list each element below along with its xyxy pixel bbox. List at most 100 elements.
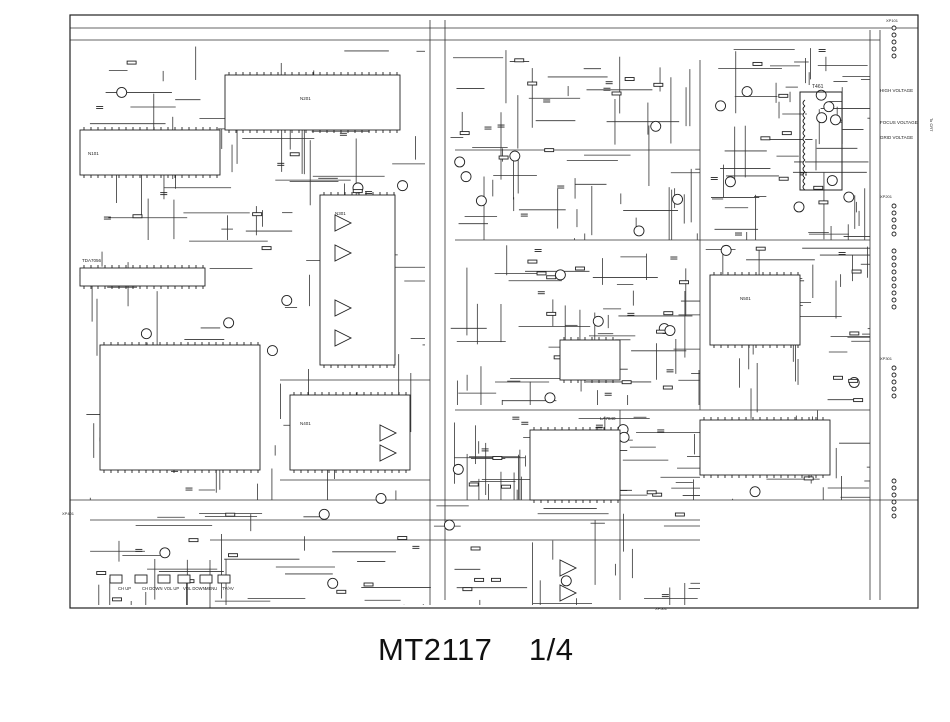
connector-pin xyxy=(891,499,897,505)
connector-label: XP501 xyxy=(655,606,668,611)
connector-pin xyxy=(891,276,897,282)
connector-label: XP401 xyxy=(62,511,75,516)
transistor xyxy=(815,89,827,101)
integrated-circuit xyxy=(559,339,621,381)
ic-labels: N101 N201 TDA7056 N301 N401 LA7840 N501 xyxy=(82,96,751,426)
key-tv-av: TV/AV xyxy=(222,586,234,591)
schematic-border xyxy=(69,14,919,609)
resistor xyxy=(624,77,635,81)
resistor xyxy=(336,589,347,594)
transistor xyxy=(793,201,805,213)
opamp xyxy=(334,244,353,262)
transistor xyxy=(715,100,727,112)
connector-pin xyxy=(891,283,897,289)
connector-pin xyxy=(891,304,897,310)
connector-pin xyxy=(891,255,897,261)
resistor xyxy=(760,136,771,141)
resistor xyxy=(611,91,622,96)
transistor xyxy=(650,120,662,132)
transistor xyxy=(454,156,466,168)
transistor xyxy=(720,244,732,256)
ic-label: N301 xyxy=(335,211,346,216)
resistor xyxy=(575,266,585,271)
resistor xyxy=(397,536,408,540)
resistor xyxy=(289,152,300,157)
transistor xyxy=(749,486,761,498)
flyback-coil xyxy=(802,147,806,155)
ic-label: N201 xyxy=(300,96,311,101)
resistor xyxy=(501,484,511,489)
resistor xyxy=(851,269,862,274)
flyback-coil xyxy=(802,171,806,179)
resistor xyxy=(778,176,789,181)
connector-pin xyxy=(891,506,897,512)
transistor xyxy=(816,112,828,124)
key-switch xyxy=(177,574,191,584)
resistor xyxy=(225,512,236,517)
resistor xyxy=(781,131,792,136)
resistor xyxy=(755,246,766,251)
integrated-circuit xyxy=(79,129,221,176)
resistor xyxy=(536,271,547,276)
flyback-ref: T461 xyxy=(812,84,824,90)
flyback-coil xyxy=(802,123,806,131)
resistor xyxy=(849,331,860,336)
connector-pin xyxy=(891,231,897,237)
flyback-coil xyxy=(802,183,806,191)
connector-pin xyxy=(891,269,897,275)
flyback-transformer: T461 HIGH VOLTAGE FOCUS VOLTAGE GRID VOL… xyxy=(799,84,934,191)
page-number: 1/4 xyxy=(528,632,574,667)
resistor xyxy=(459,131,470,136)
resistor xyxy=(514,58,525,63)
transistor xyxy=(327,577,339,589)
resistor xyxy=(653,82,664,87)
opamp xyxy=(379,444,398,462)
ic-label: LA7840 xyxy=(600,416,616,421)
connector-pin xyxy=(891,224,897,230)
resistor xyxy=(778,93,789,98)
key-switch xyxy=(109,574,123,584)
flyback-coil xyxy=(802,153,806,161)
flyback-coil xyxy=(802,111,806,119)
opamp xyxy=(334,214,353,232)
transistor xyxy=(843,191,855,203)
resistor xyxy=(261,246,272,251)
transistor xyxy=(592,315,604,327)
resistor xyxy=(188,538,199,543)
transistor xyxy=(116,86,128,98)
integrated-circuit xyxy=(99,344,261,471)
key-switch xyxy=(134,574,148,584)
connector-pin xyxy=(891,203,897,209)
connector-pin xyxy=(891,39,897,45)
flyback-coil xyxy=(802,117,806,125)
resistor xyxy=(228,553,238,558)
ic-label: N401 xyxy=(300,421,311,426)
connector-pin xyxy=(891,53,897,59)
key-ch-up: CH UP xyxy=(118,586,131,591)
opamp xyxy=(559,584,578,602)
connector-pin xyxy=(891,217,897,223)
key-vol-down: VOL DOWN xyxy=(183,586,206,591)
flyback-coil xyxy=(802,159,806,167)
connector-pin xyxy=(891,379,897,385)
resistor xyxy=(112,597,122,602)
to-crt-label: To CRT xyxy=(929,118,934,132)
resistor xyxy=(491,577,501,582)
resistor xyxy=(126,60,137,65)
opamp xyxy=(379,424,398,442)
integrated-circuit xyxy=(319,194,396,366)
resistor xyxy=(96,571,107,575)
integrated-circuit xyxy=(709,274,801,346)
resistor xyxy=(462,587,473,592)
flyback-coil xyxy=(802,141,806,149)
connector-pin xyxy=(891,485,897,491)
key-switch xyxy=(199,574,213,584)
connector-pin xyxy=(891,372,897,378)
resistor xyxy=(818,200,829,205)
resistor xyxy=(621,380,632,385)
resistor xyxy=(679,280,689,285)
transistor xyxy=(397,180,408,192)
transistor xyxy=(554,269,566,281)
transistor xyxy=(741,86,753,98)
